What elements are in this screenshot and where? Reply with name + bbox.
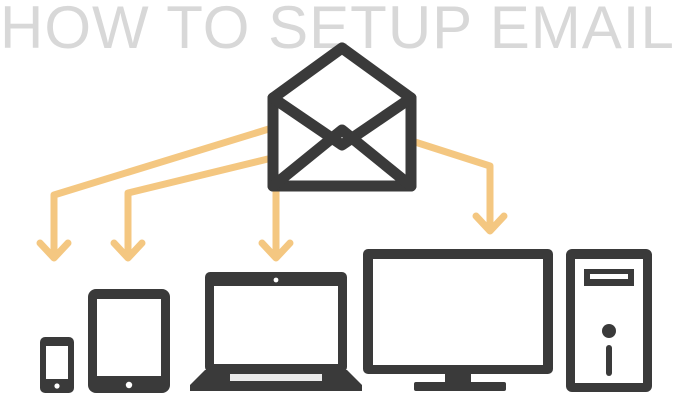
- laptop-icon: [190, 272, 362, 391]
- envelope-icon: [267, 42, 417, 192]
- monitor-icon: [363, 249, 553, 391]
- arrow-to-laptop: [258, 186, 294, 262]
- arrow-to-tablet: [110, 154, 276, 262]
- arrow-to-smartphone: [36, 124, 276, 262]
- arrow-to-monitor: [411, 138, 508, 235]
- smartphone-icon: [40, 337, 74, 393]
- desktop-tower-icon: [566, 249, 652, 392]
- tablet-icon: [88, 289, 170, 393]
- connector-arrows: [36, 124, 508, 262]
